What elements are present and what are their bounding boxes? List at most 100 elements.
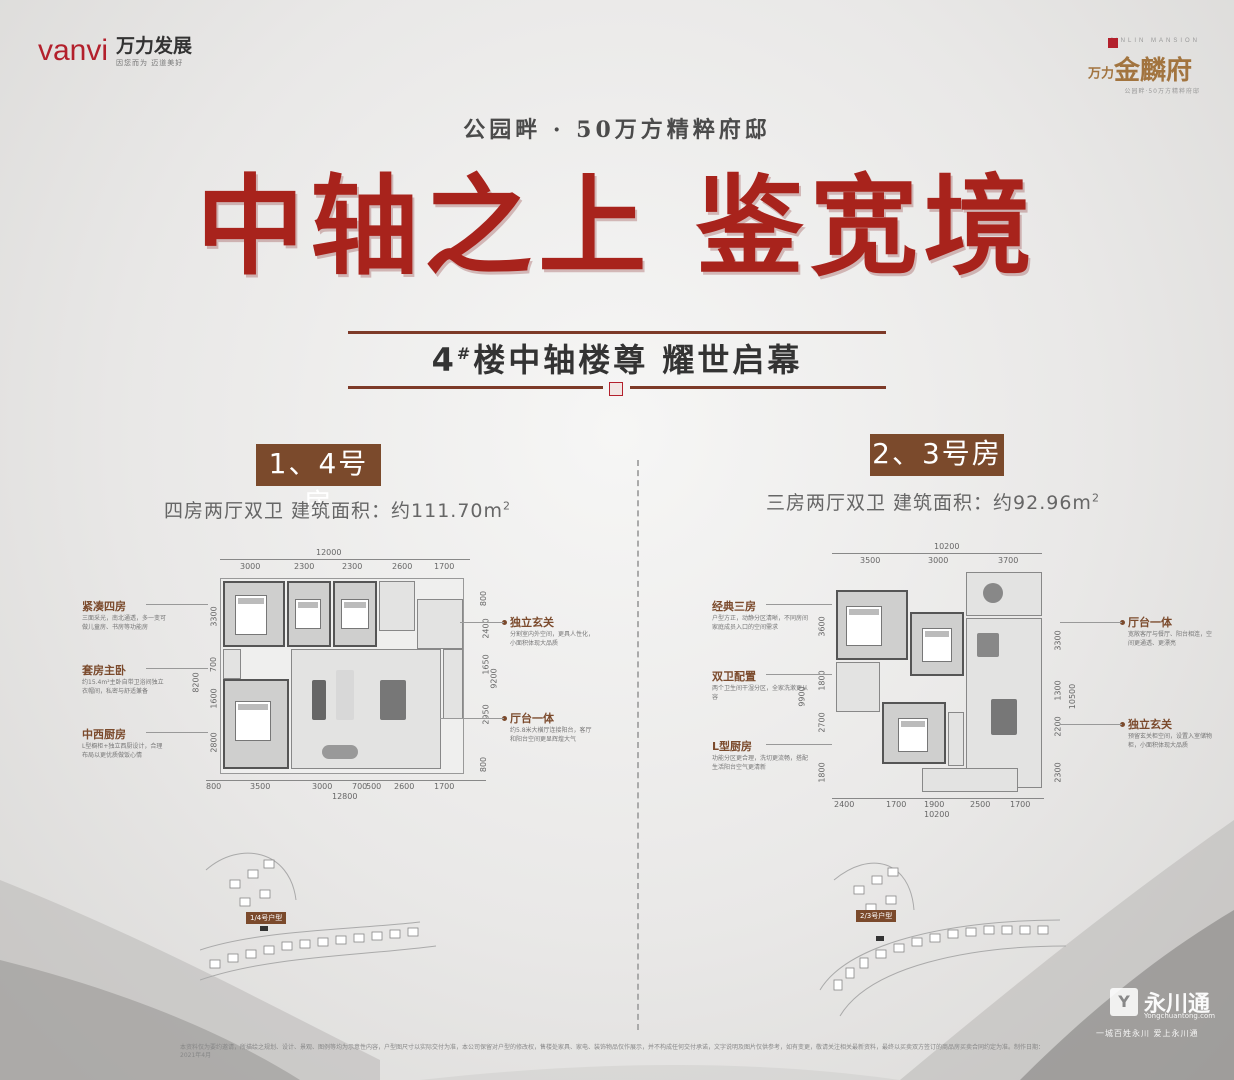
dim-top-total: 12000 bbox=[316, 548, 342, 557]
brand-cn-name: 万力发展 bbox=[116, 35, 193, 57]
dim-bottom: 2400 bbox=[834, 800, 855, 809]
dim-line bbox=[220, 559, 470, 560]
unit-a-desc-sup: 2 bbox=[503, 499, 512, 513]
callout-line bbox=[766, 604, 832, 605]
unit-b-desc-text: 三房两厅双卫 建筑面积：约92.96m bbox=[766, 492, 1092, 514]
dim-top: 2300 bbox=[342, 562, 363, 571]
callout-title: 厅台一体 bbox=[510, 712, 554, 725]
callout: 中西厨房 L型橱柜+独立西厨设计，合理布局以更优质做饭心情 bbox=[82, 726, 168, 760]
room-balcony bbox=[966, 572, 1042, 616]
watermark-logo-icon: Y bbox=[1110, 988, 1138, 1016]
brand-slogan: 因您而为 迈道美好 bbox=[116, 59, 184, 67]
dim-top: 3700 bbox=[998, 556, 1019, 565]
unit-a-site-tag: 1/4号户型 bbox=[246, 912, 287, 924]
dim-right: 2200 bbox=[1053, 716, 1063, 737]
unit-a-plan-body bbox=[220, 578, 464, 774]
dim-bottom: 3000 bbox=[312, 782, 333, 791]
bed-icon bbox=[898, 718, 928, 752]
main-title: 中轴之上 鉴宽境 bbox=[196, 164, 1038, 290]
callout-desc: 户型方正，动静分区清晰，不同房间家庭成员入口的空间需求 bbox=[712, 615, 809, 631]
callout: L型厨房 功能分区更合理，洗切更流畅，搭配生活阳台空气更清新 bbox=[712, 738, 808, 772]
unit-b-desc-sup: 2 bbox=[1091, 491, 1100, 505]
bed-icon bbox=[922, 628, 952, 662]
callout-title: 紧凑四房 bbox=[82, 600, 126, 613]
callout-title: 套房主卧 bbox=[82, 664, 126, 677]
dim-left: 3300 bbox=[209, 606, 219, 627]
callout-title: 中西厨房 bbox=[82, 728, 126, 741]
callout-title: 独立玄关 bbox=[1128, 718, 1172, 731]
subtitle-sup: # bbox=[456, 344, 474, 363]
unit-b-site-plan bbox=[819, 862, 1067, 1017]
dim-right: 2950 bbox=[481, 704, 491, 725]
dim-left: 700 bbox=[209, 656, 219, 673]
dim-top: 3000 bbox=[240, 562, 261, 571]
room-bathroom bbox=[948, 712, 964, 766]
dim-top: 3500 bbox=[860, 556, 881, 565]
unit-b-desc: 三房两厅双卫 建筑面积：约92.96m2 bbox=[766, 488, 1100, 515]
room-bedroom bbox=[333, 581, 377, 647]
callout-dot bbox=[1120, 722, 1125, 727]
callout-desc: 分割室内外空间，更具人性化，小面积体现大品质 bbox=[510, 631, 595, 647]
callout-line bbox=[146, 732, 208, 733]
callout: 厅台一体 宽敞客厅与餐厅、阳台相连，空间更通透、更漂亮 bbox=[1128, 614, 1214, 648]
callout: 独立玄关 分割室内外空间，更具人性化，小面积体现大品质 bbox=[510, 614, 596, 648]
callout: 经典三房 户型方正，动静分区清晰，不同房间家庭成员入口的空间需求 bbox=[712, 598, 808, 632]
project-logo: JINLIN MANSION 万力金麟府 公园畔·50万方精粹府邸 bbox=[1030, 38, 1200, 98]
room-master-bedroom bbox=[882, 702, 946, 764]
dim-left: 2700 bbox=[817, 712, 827, 733]
watermark-name: 永川通 bbox=[1144, 992, 1211, 1017]
callout-line bbox=[766, 744, 832, 745]
watermark: Y 永川通 Yongchuantong.com 一城百姓永川 爱上永川通 bbox=[1096, 988, 1215, 1048]
room-bathroom bbox=[223, 649, 241, 679]
dim-top: 2300 bbox=[294, 562, 315, 571]
dim-right: 800 bbox=[479, 590, 489, 607]
bed-icon bbox=[341, 599, 369, 629]
dim-bottom-total: 10200 bbox=[924, 810, 950, 819]
balcony-furniture-icon bbox=[322, 745, 358, 759]
dim-bottom: 2600 bbox=[394, 782, 415, 791]
subtitle-bottom-rule-right bbox=[630, 386, 886, 389]
callout-title: 双卫配置 bbox=[712, 670, 756, 683]
unit-a-floor-plan: 12000 3000 2300 2300 2600 1700 3300 700 … bbox=[192, 548, 500, 801]
callout-line bbox=[766, 674, 832, 675]
watermark-url: Yongchuantong.com bbox=[1144, 1012, 1216, 1020]
room-entrance bbox=[417, 599, 463, 649]
dim-bottom: 1700 bbox=[886, 800, 907, 809]
room-master-bedroom bbox=[223, 679, 289, 769]
unit-b-site-tag: 2/3号户型 bbox=[856, 910, 897, 922]
balcony-furniture-icon bbox=[983, 583, 1003, 603]
project-sub: 公园畔·50万方精粹府邸 bbox=[1124, 88, 1200, 95]
callout: 厅台一体 约5.8米大横厅连接阳台，客厅和阳台空间更显辉煌大气 bbox=[510, 710, 596, 744]
unit-a-desc: 四房两厅双卫 建筑面积：约111.70m2 bbox=[164, 496, 511, 523]
dim-bottom: 3500 bbox=[250, 782, 271, 791]
callout-desc: 功能分区更合理，洗切更流畅，搭配生活阳台空气更清新 bbox=[712, 755, 809, 771]
callout-line bbox=[440, 718, 504, 719]
dim-right: 2300 bbox=[1053, 762, 1063, 783]
table-icon bbox=[336, 670, 354, 720]
ink-wash-decoration bbox=[0, 820, 1234, 1080]
bed-icon bbox=[846, 606, 882, 646]
room-bathroom bbox=[379, 581, 415, 631]
dim-top-total: 10200 bbox=[934, 542, 960, 551]
room-bathroom bbox=[836, 662, 880, 712]
callout-desc: 约5.8米大横厅连接阳台，客厅和阳台空间更显辉煌大气 bbox=[510, 727, 592, 743]
callout-dot bbox=[1120, 620, 1125, 625]
dining-table-icon bbox=[380, 680, 406, 720]
brand-cn-block: 万力发展 因您而为 迈道美好 bbox=[116, 36, 192, 68]
callout-desc: 宽敞客厅与餐厅、阳台相连，空间更通透、更漂亮 bbox=[1128, 631, 1213, 647]
sofa-icon bbox=[312, 680, 326, 720]
dim-left: 1600 bbox=[209, 688, 219, 709]
dim-bottom: 800 bbox=[206, 782, 222, 791]
dim-right: 800 bbox=[479, 756, 489, 773]
callout-line bbox=[1060, 622, 1122, 623]
room-bedroom bbox=[287, 581, 331, 647]
dim-left: 3600 bbox=[817, 616, 827, 637]
dim-left: 2800 bbox=[209, 732, 219, 753]
dim-left: 1800 bbox=[817, 762, 827, 783]
callout-dot bbox=[502, 716, 507, 721]
dim-right-total: 9200 bbox=[489, 668, 499, 689]
dim-bottom: 2500 bbox=[970, 800, 991, 809]
dim-line bbox=[832, 798, 1044, 799]
callout-title: 独立玄关 bbox=[510, 616, 554, 629]
